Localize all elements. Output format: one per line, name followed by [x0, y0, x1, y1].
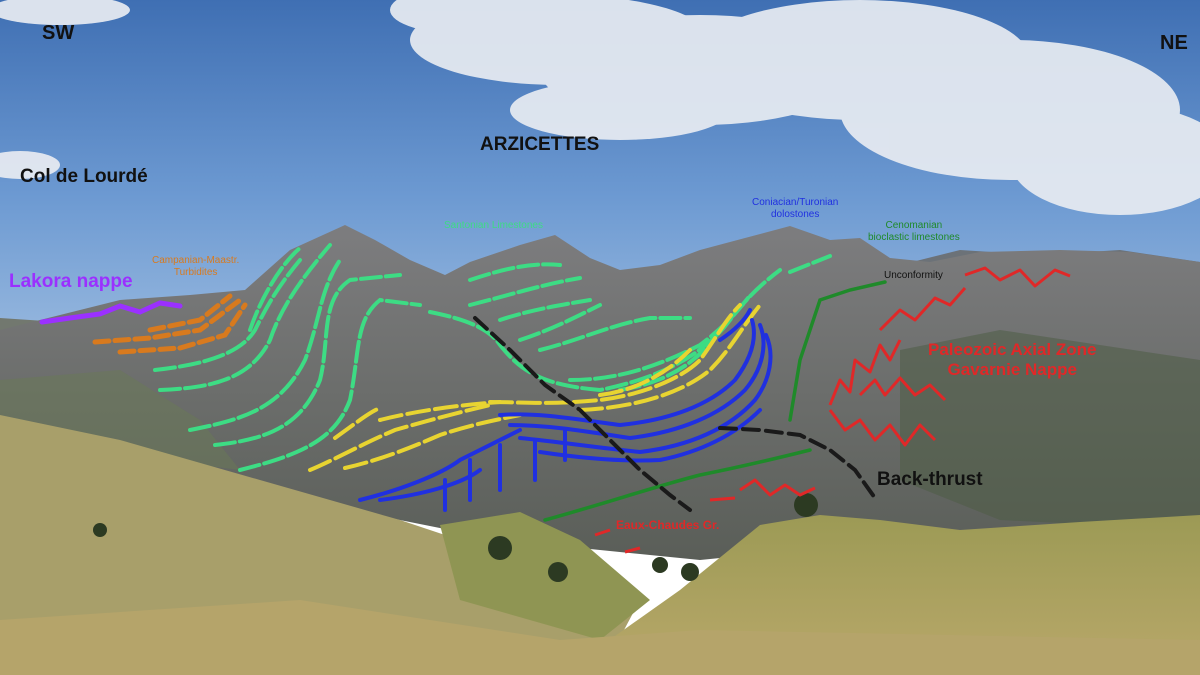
trees [93, 493, 818, 582]
yellow-unit-traces [308, 303, 762, 472]
forest-slope [900, 330, 1200, 530]
direction-sw-label: SW [42, 22, 75, 44]
campanian-label: Campanian-Maastr. Turbidites [152, 255, 239, 279]
arzicettes-label: ARZICETTES [480, 134, 600, 155]
lakora-nappe-trace [39, 300, 183, 325]
cenomanian-label-line1: Cenomanian [885, 220, 943, 231]
campanian-label-line2: Turbidites [173, 267, 218, 278]
santonian-traces [153, 243, 832, 472]
coniacian-label: Coniacian/Turonian dolostones [752, 197, 838, 221]
cenomanian-label: Cenomanian bioclastic limestones [868, 220, 960, 244]
coniacian-traces [358, 308, 773, 512]
cenomanian-label-line2: bioclastic limestones [868, 232, 960, 243]
paleozoic-label: Paleozoic Axial Zone Gavarnie Nappe [928, 340, 1096, 380]
unconformity-label: Unconformity [884, 270, 943, 281]
cenomanian-traces [543, 280, 887, 522]
back-thrust-label: Back-thrust [877, 469, 983, 490]
col-de-lourde-label: Col de Lourdé [20, 166, 148, 187]
fault-traces [473, 316, 877, 512]
campanian-traces [92, 293, 248, 355]
green-slopes-left [0, 370, 240, 470]
direction-ne-label: NE [1160, 32, 1188, 54]
campanian-label-line1: Campanian-Maastr. [152, 255, 240, 266]
coniacian-label-line2: dolostones [770, 209, 820, 220]
clouds [0, 0, 1200, 215]
paleozoic-label-line2: Gavarnie Nappe [947, 360, 1077, 379]
paleozoic-traces [594, 266, 1071, 554]
paleozoic-label-line1: Paleozoic Axial Zone [928, 340, 1097, 359]
foreground-bottom [0, 600, 1200, 675]
eaux-chaudes-label: Eaux-Chaudes Gr. [616, 518, 720, 532]
lakora-nappe-label: Lakora nappe [9, 271, 133, 292]
coniacian-label-line1: Coniacian/Turonian [752, 197, 839, 208]
santonian-label: Santonian Limestones [444, 220, 543, 231]
